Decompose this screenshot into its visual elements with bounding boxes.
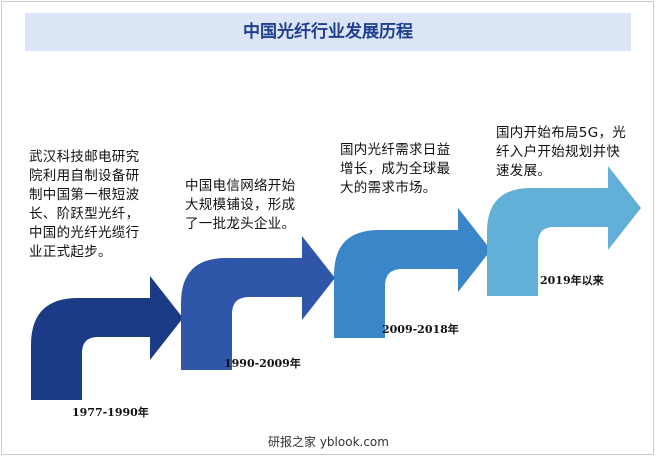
- stage-1-arrow: [31, 276, 183, 400]
- graduation-cap-icon: [548, 233, 576, 252]
- diagram-title: 中国光纤行业发展历程: [243, 22, 413, 42]
- stage-3-arrow: [334, 208, 491, 338]
- stage-1-description: 武汉科技邮电研究院利用自制设备研制中国第一根短波长、阶跃型光纤，中国的光纤光缆行…: [29, 149, 140, 260]
- stage-2-period: 1990-2009年: [224, 357, 301, 370]
- stage-4-arrow: [487, 166, 641, 296]
- stage-2-arrow: [181, 236, 335, 370]
- pencil-icon: [89, 353, 112, 378]
- title-bar: 中国光纤行业发展历程: [25, 13, 631, 51]
- stage-3-description: 国内光纤需求日益增长，成为全球最大的需求市场。: [340, 142, 451, 196]
- stage-1-period: 1977-1990年: [72, 406, 149, 419]
- stage-3-period: 2009-2018年: [382, 323, 459, 336]
- stage-4-period: 2019年以来: [540, 274, 604, 287]
- lightbulb-icon: [399, 273, 421, 303]
- paperclip-icon: [241, 310, 266, 335]
- footer-watermark: 研报之家 yblook.com: [268, 435, 389, 449]
- stage-2-description: 中国电信网络开始大规模铺设，形成了一批龙头企业。: [185, 178, 296, 232]
- stage-4-description: 国内开始布局5G，光纤入户开始规划并快速发展。: [496, 125, 627, 179]
